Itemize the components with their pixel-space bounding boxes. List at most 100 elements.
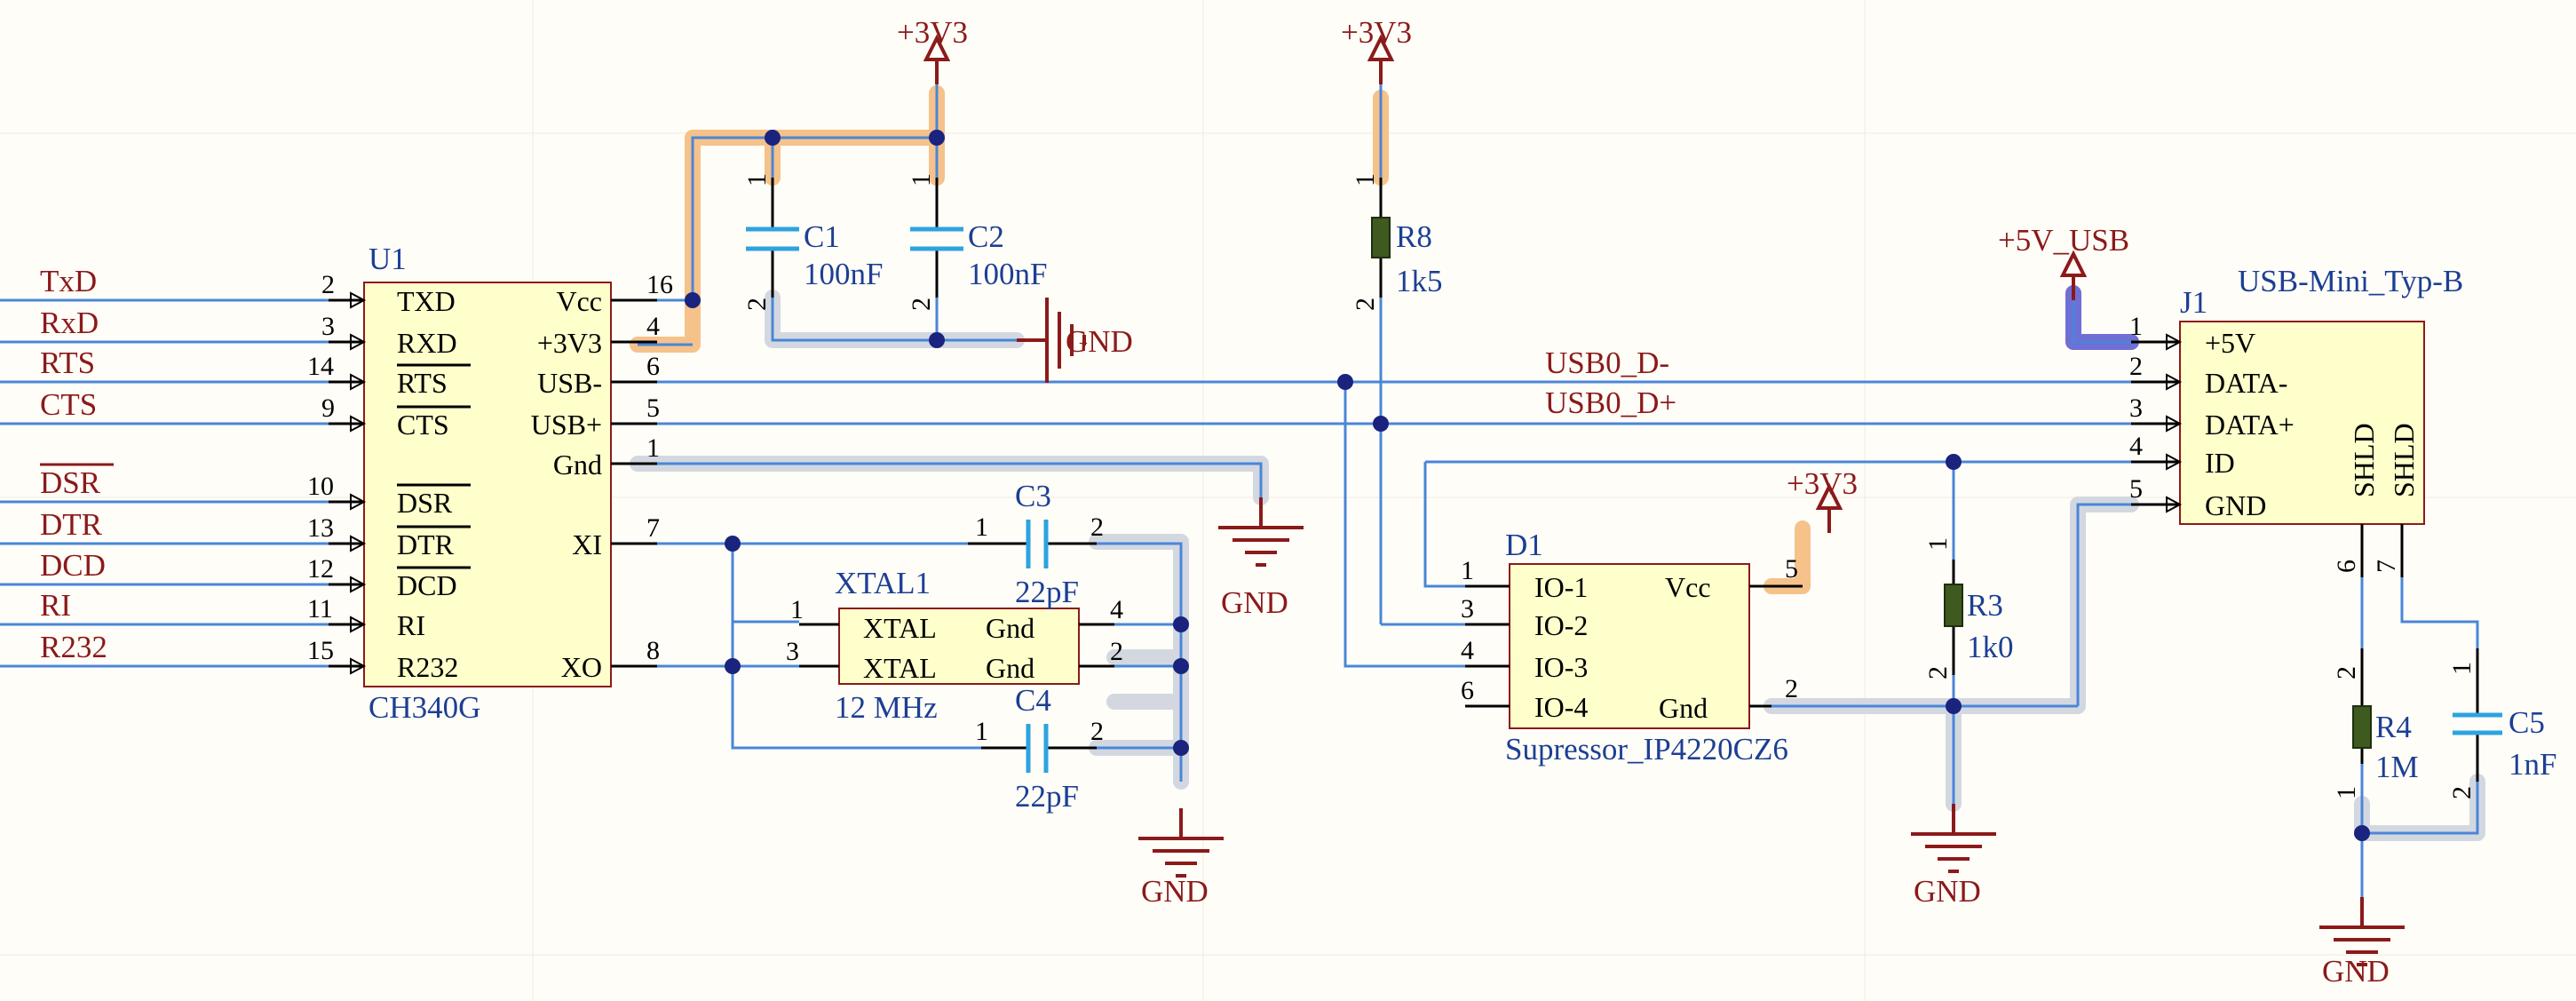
c5-pin-num: 2 xyxy=(2447,786,2477,799)
d1-body xyxy=(1509,563,1750,729)
c1-pin-num: 2 xyxy=(742,298,772,311)
u1-pin-arrow xyxy=(350,333,367,351)
xtal1-pin-label: XTAL xyxy=(863,612,937,644)
d1-pin-num: 4 xyxy=(1461,636,1474,665)
r4-pin-num: 2 xyxy=(2332,666,2361,679)
j1-part: USB-Mini_Typ-B xyxy=(2238,264,2463,298)
u1-pin-num: 4 xyxy=(646,312,660,341)
d1-pin-num: 6 xyxy=(1461,676,1474,705)
c4-capacitor[interactable]: C4 22pF 1 2 xyxy=(975,683,1104,814)
port-ri: RI xyxy=(40,588,71,623)
r3-pin-num: 1 xyxy=(1923,537,1953,551)
j1-designator: J1 xyxy=(2180,285,2207,320)
r3-resistor[interactable]: R3 1k0 1 2 xyxy=(1923,537,2014,679)
xtal1-pin-num: 3 xyxy=(786,637,799,666)
xtal1-pin-label: Gnd xyxy=(986,612,1034,644)
j1-pin-label: DATA+ xyxy=(2205,409,2295,441)
u1-pin-num: 10 xyxy=(307,472,334,501)
c4-designator: C4 xyxy=(1015,683,1051,718)
r8-designator: R8 xyxy=(1396,219,1432,254)
j1-pin-arrow xyxy=(2166,496,2183,513)
u1-pin-num: 11 xyxy=(307,594,333,624)
u1-pin-arrow xyxy=(350,535,367,552)
c4-pin-num: 1 xyxy=(975,717,988,746)
u1-pin-label: XI xyxy=(572,528,602,560)
j1-pin-label: ID xyxy=(2205,447,2235,479)
d1-pin-num: 2 xyxy=(1785,674,1798,703)
port-dcd: DCD xyxy=(40,548,106,583)
u1-pin-label: +3V3 xyxy=(537,327,602,359)
j1-pin-num: 5 xyxy=(2129,474,2143,504)
c1-capacitor[interactable]: C1 100nF 1 2 xyxy=(742,173,883,311)
c2-capacitor[interactable]: C2 100nF 1 2 xyxy=(907,173,1047,311)
j1-body xyxy=(2179,321,2425,525)
j1-pin-num: 4 xyxy=(2129,432,2143,461)
xtal1-component[interactable]: XTAL1 12 MHz XTAL XTAL Gnd Gnd 1 3 4 2 xyxy=(786,566,1123,725)
u1-pin-label: RXD xyxy=(397,327,457,359)
u1-pin-label: CTS xyxy=(397,409,449,441)
u1-pin-label: R232 xyxy=(397,651,458,683)
xtal1-pin-num: 1 xyxy=(790,595,804,624)
u1-pin-label: USB+ xyxy=(531,409,602,441)
power-symbols: +3V3 +3V3 +3V3 +5V_USB GND GND GND GND G… xyxy=(897,15,2406,989)
u1-part: CH340G xyxy=(369,690,480,725)
j1-pin-label: GND xyxy=(2205,489,2266,521)
net-usb-dp: USB0_D+ xyxy=(1545,385,1676,420)
j1-pin-label: +5V xyxy=(2205,327,2255,359)
c3-pin-num: 1 xyxy=(975,512,988,542)
u1-left-pins: TXD2RXD3RTS14CTS9DSR10DTR13DCD12RI11R232… xyxy=(307,270,471,683)
wires xyxy=(0,62,2479,897)
u1-component[interactable]: U1 CH340G TXD2RXD3RTS14CTS9DSR10DTR13DCD… xyxy=(307,242,673,725)
r4-pin-num: 1 xyxy=(2332,786,2361,799)
c1-pin-num: 1 xyxy=(742,173,772,187)
c5-capacitor[interactable]: C5 1nF 1 2 xyxy=(2447,648,2556,799)
gnd-label-2: GND xyxy=(1221,585,1288,620)
xtal1-value: 12 MHz xyxy=(835,690,938,725)
c3-value: 22pF xyxy=(1015,575,1079,609)
port-r232: R232 xyxy=(40,630,107,664)
j1-pin-num: 1 xyxy=(2129,312,2143,341)
r8-resistor[interactable]: R8 1k5 1 2 xyxy=(1351,173,1443,311)
u1-pin-num: 9 xyxy=(321,393,335,423)
j1-pin-num: 2 xyxy=(2129,352,2143,381)
u1-pin-num: 15 xyxy=(307,636,334,665)
u1-pin-num: 16 xyxy=(646,270,673,299)
d1-pin-num: 5 xyxy=(1785,554,1798,584)
u1-pin-label: TXD xyxy=(397,285,456,317)
u1-pin-num: 6 xyxy=(646,352,660,381)
v33-label-3: +3V3 xyxy=(1787,466,1858,501)
u1-pin-arrow xyxy=(350,415,367,433)
j1-component[interactable]: J1 USB-Mini_Typ-B +5V1DATA-2DATA+3ID4GND… xyxy=(2129,264,2463,577)
port-txd: TxD xyxy=(40,264,97,298)
u1-pin-label: USB- xyxy=(537,367,602,399)
u1-pin-label: RTS xyxy=(397,367,448,399)
c4-pin-num: 2 xyxy=(1090,717,1104,746)
j1-shld-label: SHLD xyxy=(2348,423,2380,497)
u1-pin-arrow xyxy=(350,493,367,511)
r4-resistor[interactable]: R4 1M 2 1 xyxy=(2332,648,2419,799)
r4-value: 1M xyxy=(2375,750,2419,784)
d1-part: Supressor_IP4220CZ6 xyxy=(1505,732,1788,767)
r3-value: 1k0 xyxy=(1967,630,2014,664)
gnd-symbol xyxy=(1909,802,1998,873)
u1-pin-num: 13 xyxy=(307,513,334,543)
j1-shld-num: 7 xyxy=(2372,560,2401,573)
c3-designator: C3 xyxy=(1015,479,1051,513)
r8-value: 1k5 xyxy=(1396,264,1443,298)
r8-pin-num: 2 xyxy=(1351,298,1380,311)
gnd-symbol xyxy=(1137,806,1225,878)
j1-pin-arrow xyxy=(2166,373,2183,391)
c3-capacitor[interactable]: C3 22pF 1 2 xyxy=(968,479,1104,609)
j1-pin-arrow xyxy=(2166,415,2183,433)
d1-component[interactable]: D1 Supressor_IP4220CZ6 IO-11IO-23IO-34IO… xyxy=(1461,528,1803,767)
net-usb-dm: USB0_D- xyxy=(1545,346,1669,380)
j1-shld-num: 6 xyxy=(2332,560,2361,573)
u1-pin-label: XO xyxy=(561,651,602,683)
gnd-label-1: GND xyxy=(1066,324,1133,359)
port-labels: TxD RxD RTS CTS DSR DTR DCD RI R232 USB0… xyxy=(40,264,1676,664)
xtal1-pin-label: Gnd xyxy=(986,652,1034,684)
d1-pin-label: IO-1 xyxy=(1534,571,1588,603)
